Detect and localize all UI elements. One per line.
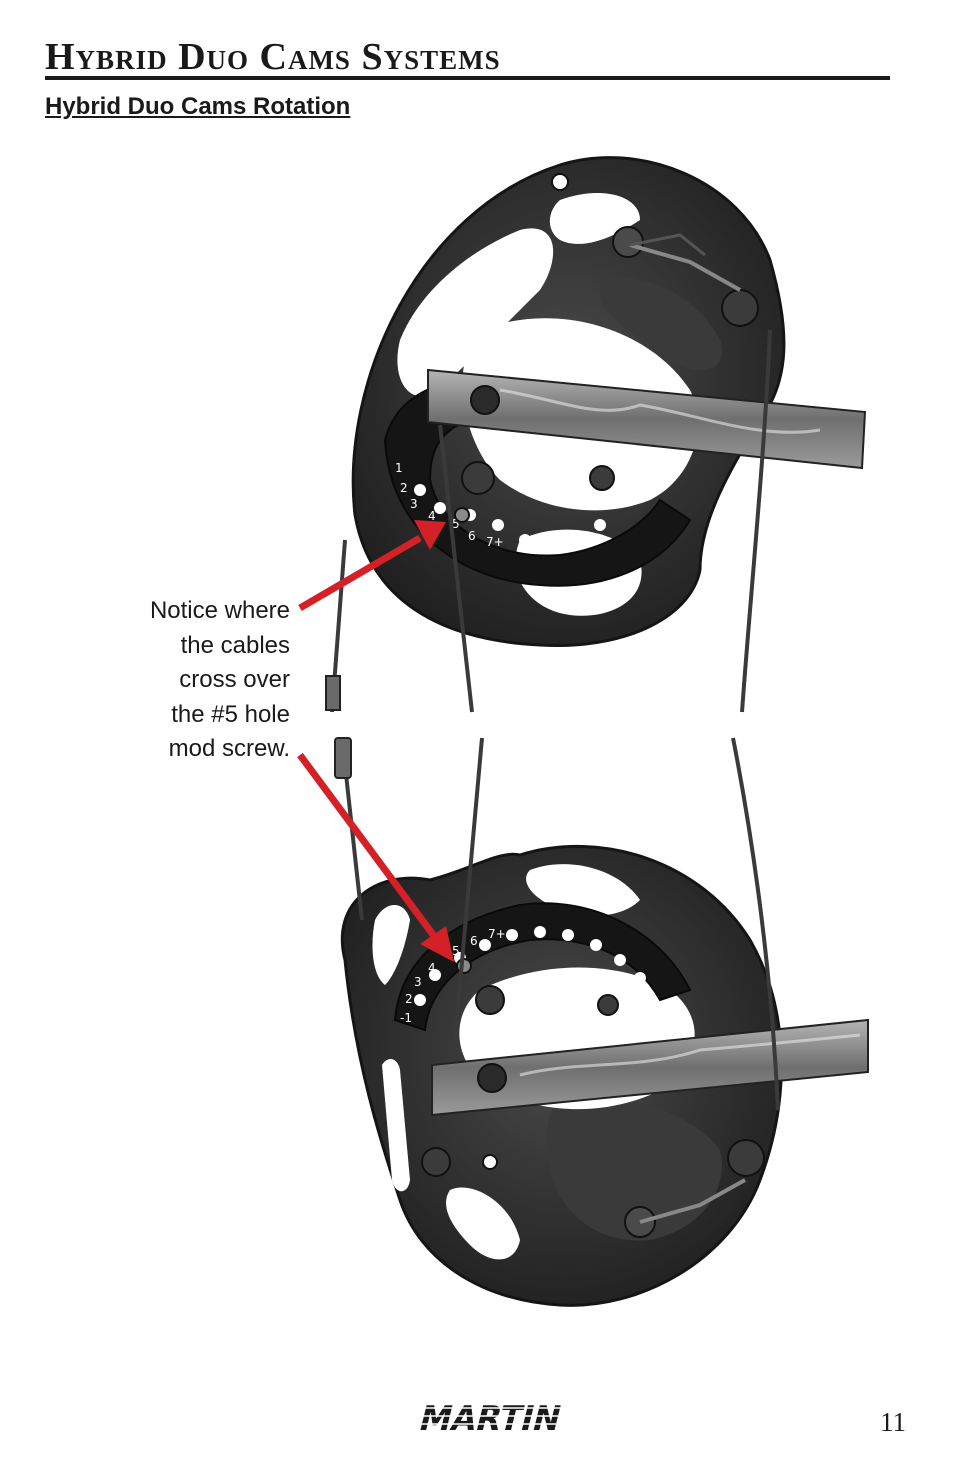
callout-line: Notice where (149, 597, 290, 624)
bottom-cam: -1 2 3 4 5 6 7+ (340, 844, 869, 1307)
bottom-cam-label: -1 (400, 1011, 412, 1025)
page-number: 11 (880, 1407, 906, 1437)
top-cam: 1 2 3 4 5 6 7+ (351, 156, 867, 648)
martin-logo: MARTIN (412, 1399, 565, 1438)
bottom-cam-label: 5 (452, 944, 460, 958)
top-cam-hole-labels: 1 2 3 4 5 6 7+ (395, 461, 504, 549)
page-title: Hybrid Duo Cams Systems (45, 36, 501, 78)
martin-logo-text: MARTIN (415, 1399, 565, 1438)
bottom-cam-label: 2 (405, 992, 413, 1006)
top-cam-label: 2 (400, 481, 408, 495)
bottom-cam-label: 3 (414, 975, 422, 989)
top-cam-label: 3 (410, 497, 418, 511)
callout-line: the #5 hole (171, 700, 290, 728)
top-cam-label: 1 (395, 461, 403, 475)
bottom-cam-label: 6 (470, 934, 478, 948)
bottom-cam-label: 4 (428, 961, 436, 975)
bottom-cam-label: 7+ (488, 927, 506, 941)
arrow-bottom (297, 752, 454, 962)
title-rule (45, 76, 890, 80)
top-cam-label: 6 (468, 529, 476, 543)
top-cam-label: 7+ (486, 535, 504, 549)
top-cam-label: 4 (428, 509, 436, 523)
callout-line: cross over (179, 666, 290, 693)
cables (330, 329, 780, 1111)
callout-line: mod screw. (168, 735, 290, 762)
top-cam-label: 5 (452, 517, 460, 531)
section-subtitle: Hybrid Duo Cams Rotation (45, 93, 351, 120)
bottom-cam-hole-labels: -1 2 3 4 5 6 7+ (400, 927, 506, 1025)
callout-line: the cables (180, 631, 290, 659)
callout-text: Notice where the cables cross over the #… (90, 594, 290, 767)
arrow-top (298, 520, 446, 612)
